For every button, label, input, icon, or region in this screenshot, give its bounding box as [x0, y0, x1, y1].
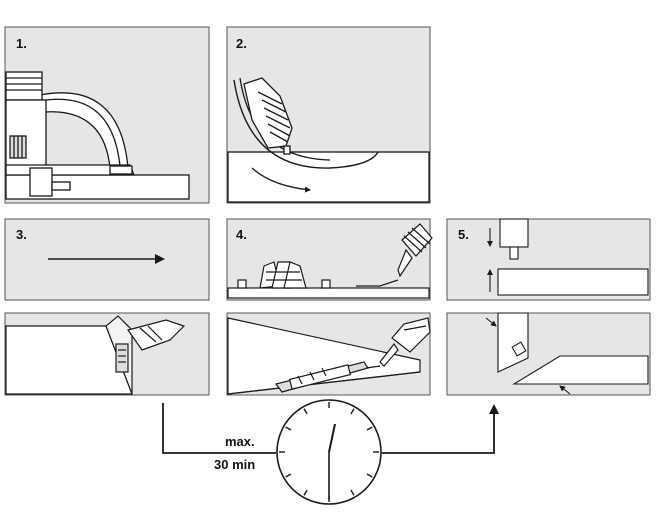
clock-tick [350, 408, 355, 415]
panel-step-4: 4. [226, 218, 433, 301]
panel-step-2: 2. [226, 26, 431, 204]
jointer-nose [115, 319, 186, 373]
clock-icon [276, 399, 382, 505]
glue-bottle-detail [365, 317, 431, 369]
motion-arrow [251, 167, 311, 193]
panel-step-5-detail [446, 312, 651, 396]
step-3-number: 3. [16, 227, 27, 242]
lower-panel [512, 355, 649, 385]
upper-board-end [499, 218, 529, 248]
joint-biscuit [511, 341, 527, 357]
upper-panel [497, 312, 529, 373]
clock-tick [285, 426, 292, 431]
panel-step-4-detail [226, 312, 431, 396]
lower-board [497, 268, 649, 296]
panel-step-5: 5. [446, 218, 651, 301]
step-1-number: 1. [16, 36, 27, 51]
dowel-biscuit [509, 246, 519, 260]
clock-hour-hand [328, 423, 336, 453]
panel-step-1: 1. [4, 26, 210, 204]
wait-label-duration: 30 min [214, 457, 255, 472]
biscuit-slot [274, 361, 369, 393]
clock-tick [366, 473, 373, 478]
clock-tick [350, 489, 355, 496]
clock-tick [285, 473, 292, 478]
clock-tick [366, 426, 373, 431]
clip-left [237, 279, 247, 289]
cutter-tool [243, 77, 293, 155]
panel-step-3: 3. [4, 218, 210, 301]
board-edge [227, 287, 430, 299]
panel-step-3-detail [4, 312, 210, 396]
biscuit-jointer-tool [5, 71, 190, 200]
clock-tick [303, 489, 308, 496]
step-2-number: 2. [236, 36, 247, 51]
wait-label-max: max. [225, 434, 255, 449]
biscuit-bundle [259, 261, 307, 289]
step-5-number: 5. [458, 227, 469, 242]
glue-bottle [356, 223, 433, 287]
step-4-number: 4. [236, 227, 247, 242]
clock-tick [303, 408, 308, 415]
clip-right [321, 279, 331, 289]
wait-timeline: max. 30 min [162, 403, 499, 472]
